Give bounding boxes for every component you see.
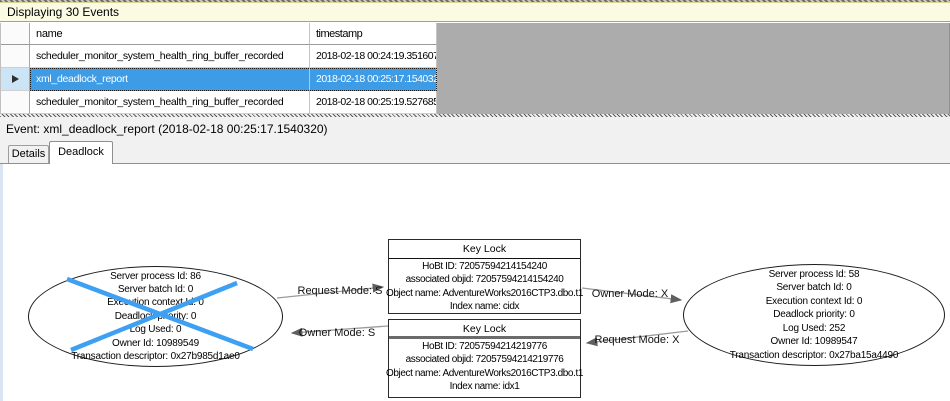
splitter-bar[interactable]	[0, 114, 950, 117]
selected-event-text: Event: xml_deadlock_report (2018-02-18 0…	[6, 122, 328, 136]
deadlock-graph-panel: Server process Id: 86 Server batch Id: 0…	[0, 163, 950, 401]
resource-title: Key Lock	[389, 240, 580, 259]
selected-event-caption: Event: xml_deadlock_report (2018-02-18 0…	[0, 117, 950, 141]
edge-label: Request Mode: X	[595, 334, 681, 346]
event-name-cell: xml_deadlock_report	[30, 68, 310, 91]
process-detail-line: Log Used: 252	[782, 322, 846, 334]
resource-node-keylock-1: Key Lock HoBt ID: 72057594214154240 asso…	[385, 239, 584, 314]
current-row-arrow-icon	[11, 75, 19, 83]
column-header-timestamp[interactable]: timestamp	[310, 23, 437, 45]
edge-label: Owner Mode: X	[592, 288, 669, 300]
process-detail-line: Log Used: 0	[129, 324, 182, 336]
event-name-cell: scheduler_monitor_system_health_ring_buf…	[30, 45, 310, 68]
events-count-header: Displaying 30 Events	[0, 2, 950, 22]
grid-corner-cell[interactable]	[1, 23, 30, 45]
resource-detail-line: Index name: idx1	[449, 381, 520, 393]
process-detail-line: Transaction descriptor: 0x27ba15a4490	[729, 349, 899, 361]
edge-request-mode-s: Request Mode: S	[276, 283, 385, 299]
process-detail-line: Server batch Id: 0	[117, 283, 194, 295]
resource-detail-line: HoBt ID: 72057594214219776	[422, 341, 547, 352]
process-node: Server process Id: 58 Server batch Id: 0…	[683, 264, 945, 366]
column-header-name[interactable]: name	[30, 23, 310, 45]
process-detail-line: Server batch Id: 0	[776, 282, 852, 294]
resource-detail-line: Object name: AdventureWorks2016CTP3.dbo.…	[385, 287, 584, 299]
row-selector-current[interactable]	[1, 68, 30, 91]
resource-detail-line: HoBt ID: 72057594214154240	[422, 261, 547, 272]
grid-header-row: name timestamp	[1, 23, 437, 45]
edge-label: Request Mode: S	[298, 285, 383, 297]
edge-owner-mode-x: Owner Mode: X	[581, 287, 683, 304]
process-detail-line: Server process Id: 86	[110, 270, 201, 282]
process-detail-line: Server process Id: 58	[768, 269, 860, 281]
process-detail-line: Deadlock priority: 0	[773, 309, 855, 321]
resource-detail-line: associated objid: 72057594214154240	[405, 274, 564, 286]
resource-detail-line: Index name: cidx	[449, 301, 520, 313]
resource-detail-line: Object name: AdventureWorks2016CTP3.dbo.…	[385, 367, 584, 379]
process-detail-line: Deadlock priority: 0	[114, 310, 197, 322]
event-row-selected[interactable]: xml_deadlock_report 2018-02-18 00:25:17.…	[1, 68, 437, 91]
event-timestamp-cell: 2018-02-18 00:25:19.5276859	[310, 91, 437, 114]
row-selector[interactable]	[1, 91, 30, 114]
resource-title: Key Lock	[389, 320, 580, 339]
process-detail-line: Execution context Id: 0	[765, 295, 863, 307]
detail-tabstrip: Details Deadlock	[0, 141, 950, 164]
edge-label: Owner Mode: S	[299, 327, 375, 339]
process-detail-line: Execution context Id: 0	[107, 297, 204, 309]
events-grid: name timestamp scheduler_monitor_system_…	[0, 23, 437, 114]
process-node-victim: Server process Id: 86 Server batch Id: 0…	[28, 266, 283, 367]
tab-deadlock[interactable]: Deadlock	[49, 141, 113, 164]
process-detail-line: Transaction descriptor: 0x27b985d1ae0	[71, 351, 240, 363]
edge-request-mode-x: Request Mode: X	[585, 330, 689, 347]
event-timestamp-cell: 2018-02-18 00:24:19.3516078	[310, 45, 437, 68]
resource-detail-line: associated objid: 72057594214219776	[405, 354, 564, 366]
events-count-label: Displaying 30 Events	[7, 5, 120, 19]
process-detail-line: Owner Id: 10989549	[111, 337, 200, 349]
window-top-edge	[0, 0, 950, 2]
tab-details[interactable]: Details	[8, 145, 49, 163]
event-name-cell: scheduler_monitor_system_health_ring_buf…	[30, 91, 310, 114]
process-detail-line: Owner Id: 10989547	[770, 336, 858, 348]
row-selector[interactable]	[1, 45, 30, 68]
event-row[interactable]: scheduler_monitor_system_health_ring_buf…	[1, 45, 437, 68]
event-row[interactable]: scheduler_monitor_system_health_ring_buf…	[1, 91, 437, 114]
panel-left-edge	[0, 164, 3, 401]
edge-owner-mode-s: Owner Mode: S	[290, 325, 389, 339]
event-timestamp-cell: 2018-02-18 00:25:17.1540320	[310, 68, 437, 91]
resource-node-keylock-2: Key Lock HoBt ID: 72057594214219776 asso…	[385, 319, 584, 398]
